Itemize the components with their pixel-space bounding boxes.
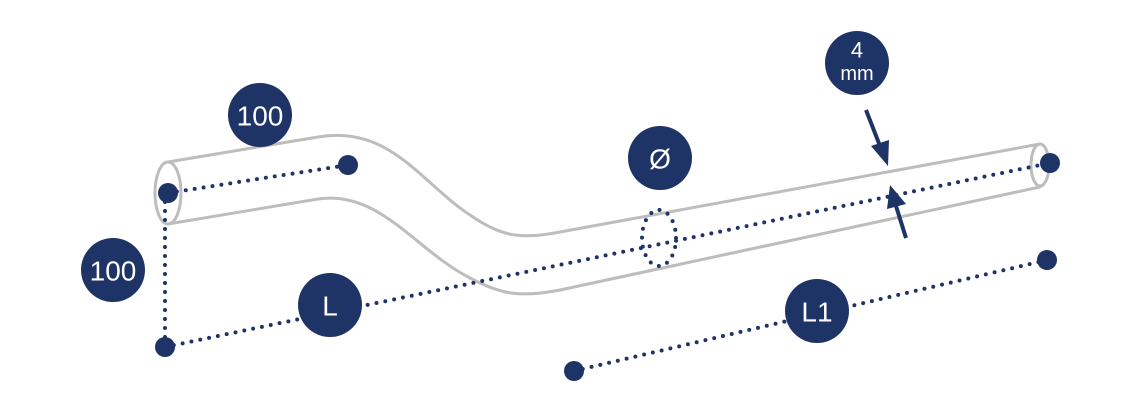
wall-thickness-arrows <box>864 109 908 239</box>
badge-circle <box>825 31 889 95</box>
endpoint-dots <box>155 153 1060 381</box>
pipe <box>153 133 1051 296</box>
total-length-line <box>163 161 1052 349</box>
badge-circle <box>81 238 145 302</box>
pipe-bottom-edge <box>166 185 1042 296</box>
section-length-label: L1 <box>801 297 832 328</box>
badge-circle <box>228 83 292 147</box>
lower-arrowhead <box>887 185 906 209</box>
endpoint-dot <box>1040 153 1060 173</box>
lower-arrow-shaft <box>894 205 908 239</box>
badge-bend-offset: 100 <box>81 238 145 302</box>
diameter-label: Ø <box>649 144 671 175</box>
badge-diameter: Ø <box>628 126 692 190</box>
endpoint-dot <box>1037 250 1057 270</box>
wall-thickness-value: 4 <box>851 38 863 63</box>
endpoint-dot <box>155 337 175 357</box>
badge-total-length: L <box>298 273 362 337</box>
wall-thickness-unit: mm <box>840 63 873 85</box>
total-length-label: L <box>322 291 338 322</box>
endpoint-dot <box>158 183 178 203</box>
bend-length-line <box>166 163 350 195</box>
badge-circle <box>298 273 362 337</box>
endpoint-dot <box>338 155 358 175</box>
pipe-top-edge <box>166 133 1042 238</box>
badge-wall-thickness: 4 mm <box>825 31 889 95</box>
endpoint-dot <box>564 361 584 381</box>
diameter-ring <box>640 208 678 268</box>
badge-circle <box>628 126 692 190</box>
bend-length-label: 100 <box>237 101 284 132</box>
badge-circle <box>785 279 849 343</box>
dimension-lines <box>163 161 1052 373</box>
badge-bend-length: 100 <box>228 83 292 147</box>
bend-offset-label: 100 <box>90 256 137 287</box>
upper-arrow-shaft <box>864 109 882 147</box>
upper-arrowhead <box>871 140 889 166</box>
badge-section-length: L1 <box>785 279 849 343</box>
